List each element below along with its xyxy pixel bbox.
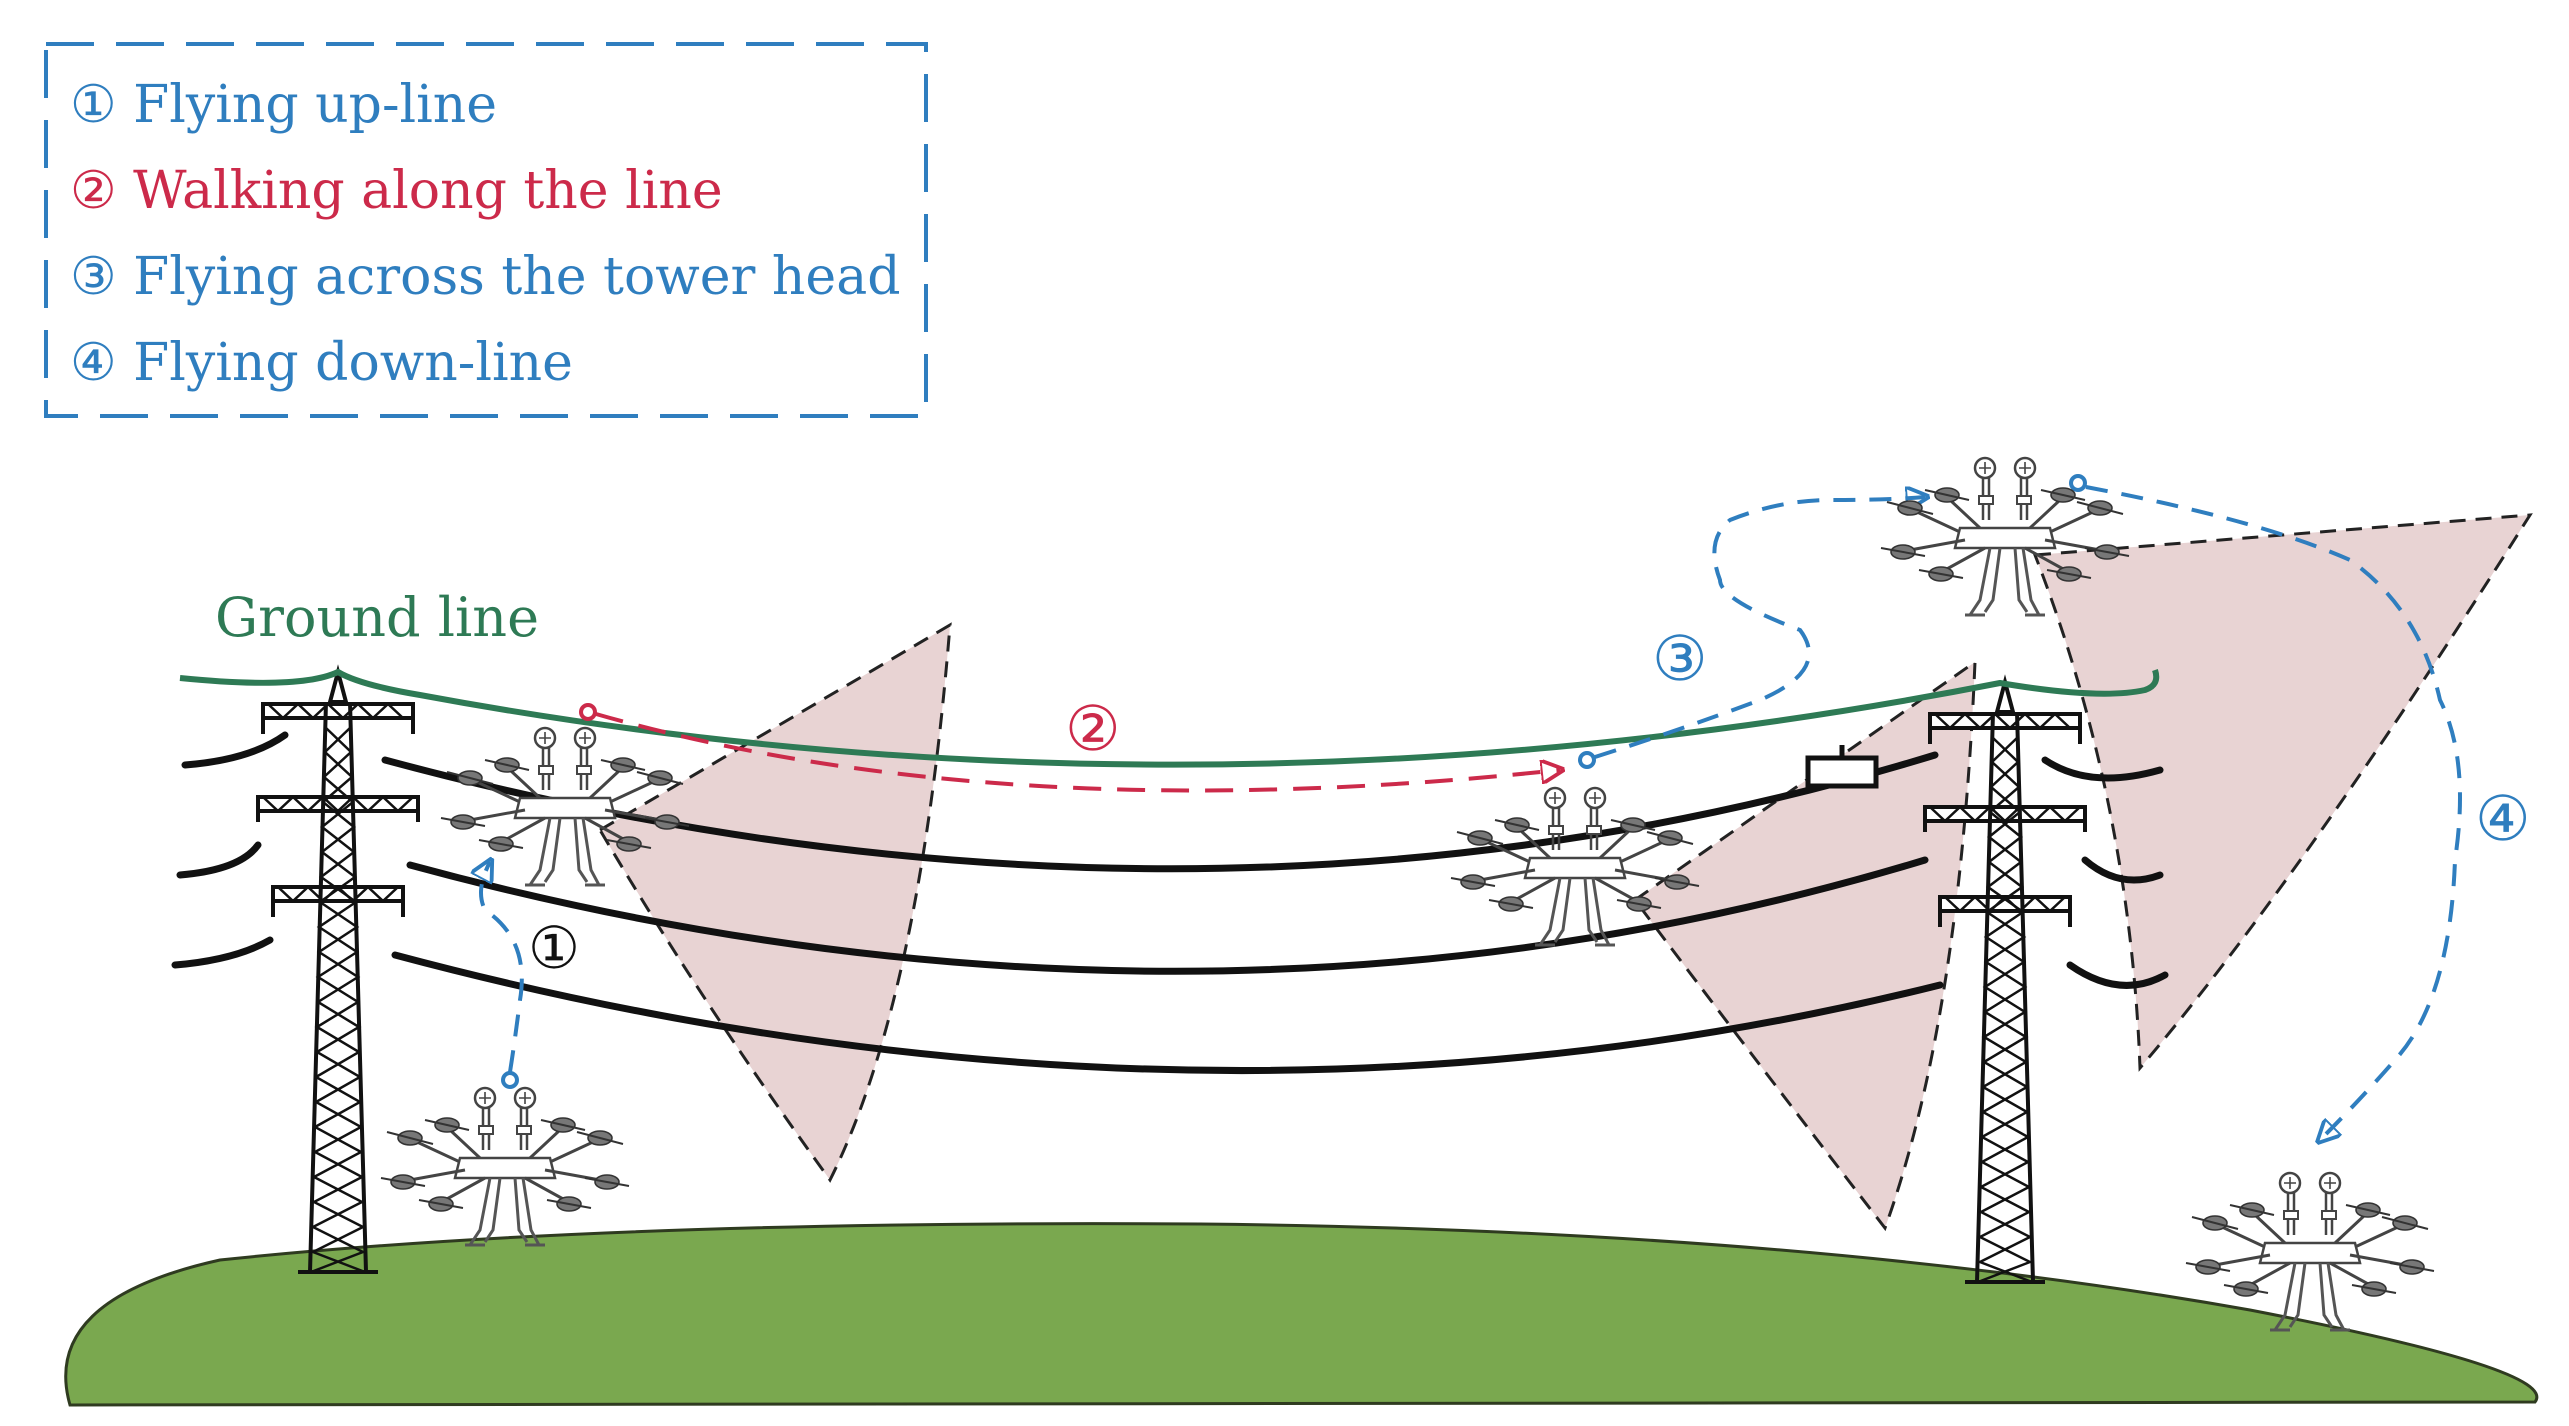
insulator-box-icon bbox=[1805, 745, 1879, 789]
wire-stub-middle bbox=[2081, 856, 2164, 884]
wire-stub-bottom bbox=[2066, 961, 2169, 989]
ground-line bbox=[179, 668, 2160, 768]
wedge-right bbox=[2032, 513, 2533, 1072]
legend-border bbox=[44, 42, 928, 418]
step-label-1: ① bbox=[528, 914, 580, 982]
legend-item-flying-down-line: ④ Flying down-line bbox=[70, 333, 573, 393]
path-flying-down-line bbox=[2069, 474, 2462, 1140]
drone-icon bbox=[379, 1086, 631, 1247]
step-label-2: ② bbox=[1065, 692, 1121, 765]
wire-middle bbox=[176, 841, 1929, 975]
legend-item-flying-across-tower-head: ③ Flying across the tower head bbox=[70, 247, 900, 307]
conductor-wires bbox=[171, 731, 2169, 1074]
legend-item-walking-along-line: ② Walking along the line bbox=[70, 161, 723, 221]
path-walking-along-line bbox=[579, 703, 1560, 793]
inspection-wedges bbox=[597, 513, 2533, 1232]
legend-item-flying-up-line: ① Flying up-line bbox=[70, 75, 497, 135]
wire-top bbox=[181, 731, 1939, 873]
step-label-3: ③ bbox=[1652, 622, 1708, 695]
ground-line-label: Ground line bbox=[215, 586, 539, 649]
ground-hill bbox=[64, 1222, 2539, 1407]
wire-bottom bbox=[171, 936, 1944, 1074]
path-flying-up-line bbox=[481, 862, 524, 1089]
legend: ① Flying up-line ② Walking along the lin… bbox=[44, 42, 928, 418]
wedge-middle bbox=[1632, 659, 1977, 1232]
path-flying-across-tower-head bbox=[1578, 497, 1925, 769]
wire-stub-top bbox=[2041, 756, 2164, 782]
wedge-left bbox=[597, 622, 952, 1183]
step-label-4: ④ bbox=[2475, 782, 2531, 855]
